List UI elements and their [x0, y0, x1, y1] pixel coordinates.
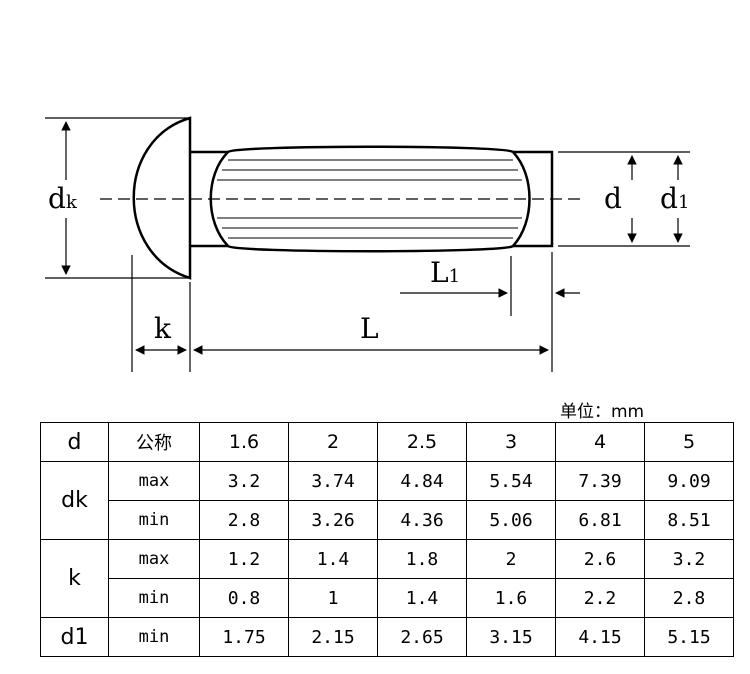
row-limit-cell: min	[108, 617, 200, 657]
header-size-cell: 1.6	[199, 422, 289, 462]
value-cell: 1.75	[199, 617, 289, 657]
value-cell: 3.74	[288, 461, 378, 501]
value-cell: 2.8	[644, 578, 734, 618]
label-k: k	[154, 312, 172, 345]
value-cell: 2.2	[555, 578, 645, 618]
label-d1: d1	[660, 182, 689, 215]
value-cell: 2.8	[199, 500, 289, 540]
value-cell: 4.36	[377, 500, 467, 540]
row-param-cell: k	[40, 539, 109, 618]
value-cell: 1.8	[377, 539, 467, 579]
dimension-labels: dk d d1 L1 k L	[42, 180, 696, 345]
header-size-cell: 2.5	[377, 422, 467, 462]
row-limit-cell: max	[108, 539, 200, 579]
pin-outline	[100, 116, 580, 280]
value-cell: 6.81	[555, 500, 645, 540]
value-cell: 3.2	[199, 461, 289, 501]
value-cell: 4.84	[377, 461, 467, 501]
row-limit-cell: max	[108, 461, 200, 501]
value-cell: 8.51	[644, 500, 734, 540]
value-cell: 3.2	[644, 539, 734, 579]
value-cell: 2.6	[555, 539, 645, 579]
row-param-cell: d1	[40, 617, 109, 657]
value-cell: 3.26	[288, 500, 378, 540]
header-size-cell: 3	[466, 422, 556, 462]
value-cell: 1.6	[466, 578, 556, 618]
value-cell: 0.8	[199, 578, 289, 618]
header-size-cell: 5	[644, 422, 734, 462]
label-dk: dk	[48, 182, 78, 215]
value-cell: 7.39	[555, 461, 645, 501]
value-cell: 2.65	[377, 617, 467, 657]
pin-groove-end	[512, 151, 531, 247]
value-cell: 5.15	[644, 617, 734, 657]
knurl-lines	[217, 159, 522, 239]
header-size-cell: 2	[288, 422, 378, 462]
value-cell: 2	[466, 539, 556, 579]
value-cell: 2.15	[288, 617, 378, 657]
value-cell: 1.2	[199, 539, 289, 579]
value-cell: 1.4	[377, 578, 467, 618]
row-limit-cell: min	[108, 500, 200, 540]
unit-label: 单位：mm	[560, 402, 645, 422]
value-cell: 5.06	[466, 500, 556, 540]
label-L1: L1	[430, 256, 460, 289]
header-size-cell: 4	[555, 422, 645, 462]
pin-head	[132, 116, 192, 280]
value-cell: 4.15	[555, 617, 645, 657]
pin-technical-drawing: dk d d1 L1 k L	[42, 116, 696, 372]
value-cell: 9.09	[644, 461, 734, 501]
header-nominal-cell: 公称	[108, 422, 200, 462]
row-param-cell: dk	[40, 461, 109, 540]
value-cell: 1	[288, 578, 378, 618]
header-param-cell: d	[40, 422, 109, 462]
value-cell: 5.54	[466, 461, 556, 501]
value-cell: 1.4	[288, 539, 378, 579]
dimension-lines	[45, 117, 690, 372]
row-limit-cell: min	[108, 578, 200, 618]
pin-groove-top	[227, 145, 514, 154]
label-d: d	[604, 182, 622, 215]
label-L: L	[360, 312, 379, 345]
value-cell: 3.15	[466, 617, 556, 657]
pin-groove-bottom	[227, 244, 514, 253]
